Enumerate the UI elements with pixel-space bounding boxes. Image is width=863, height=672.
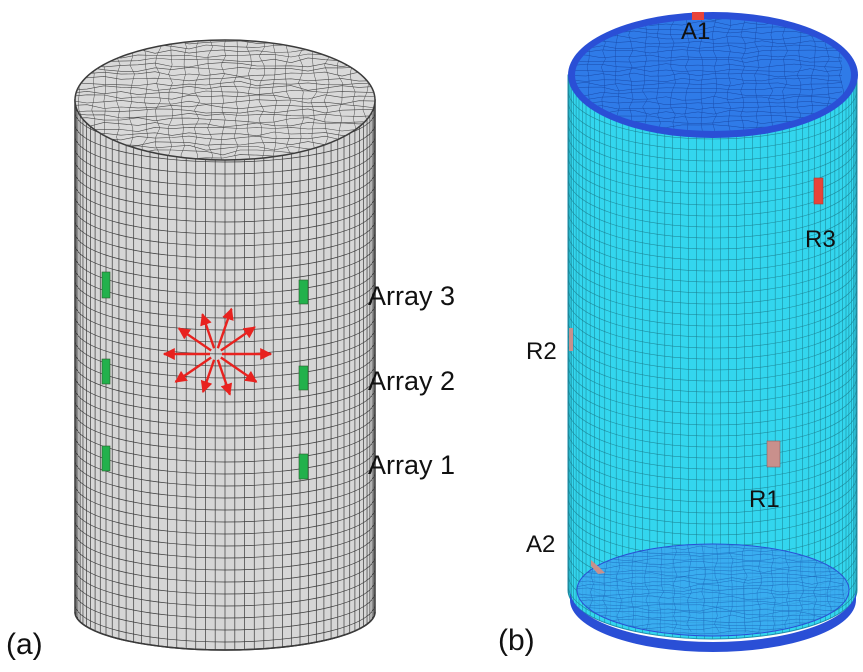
radial-arrow-10 — [220, 326, 256, 352]
cylinder-b-mesh — [568, 75, 858, 639]
panel-a-label: (a) — [6, 628, 43, 661]
sensor-a1 — [692, 12, 704, 20]
sensor-array2-right — [298, 365, 309, 391]
label-a2: A2 — [526, 531, 556, 558]
radial-arrow-8 — [200, 313, 216, 349]
sensor-array2-left — [101, 358, 111, 385]
sensor-r3 — [813, 177, 824, 205]
sensor-array1-right — [298, 453, 309, 480]
radial-arrow-2 — [220, 356, 258, 383]
cylinder-a — [74, 39, 376, 651]
radial-arrow-7 — [177, 327, 212, 352]
sensor-r1 — [766, 440, 781, 468]
sensor-a2 — [591, 560, 605, 574]
sensor-array-2 — [101, 358, 309, 391]
sensor-array1-left — [101, 445, 111, 472]
label-array-2: Array 2 — [368, 366, 456, 396]
radial-arrow-4 — [200, 359, 216, 394]
radial-arrow-5 — [174, 356, 212, 383]
cylinder-b-bottom-rim — [570, 590, 856, 652]
sensor-array3-left — [101, 271, 111, 299]
label-r1: R1 — [749, 486, 780, 513]
cylinder-a-mesh — [75, 100, 375, 650]
panel-b-label: (b) — [498, 624, 535, 657]
cylinder-b — [567, 12, 858, 652]
cylinder-b-bottom-cap — [576, 543, 850, 637]
label-r3: R3 — [805, 226, 836, 253]
label-a1: A1 — [681, 18, 711, 45]
cylinder-a-bottom-rim — [74, 611, 376, 651]
sensor-array3-right — [298, 279, 309, 305]
sensor-r2 — [569, 328, 573, 351]
radial-arrows — [162, 307, 273, 396]
sensor-array-1 — [101, 445, 309, 480]
sensor-array-3 — [101, 271, 309, 305]
radial-arrow-3 — [216, 359, 233, 396]
label-array-1: Array 1 — [368, 450, 456, 480]
label-array-3: Array 3 — [368, 281, 456, 311]
label-r2: R2 — [526, 338, 557, 365]
radial-arrow-9 — [216, 307, 234, 349]
